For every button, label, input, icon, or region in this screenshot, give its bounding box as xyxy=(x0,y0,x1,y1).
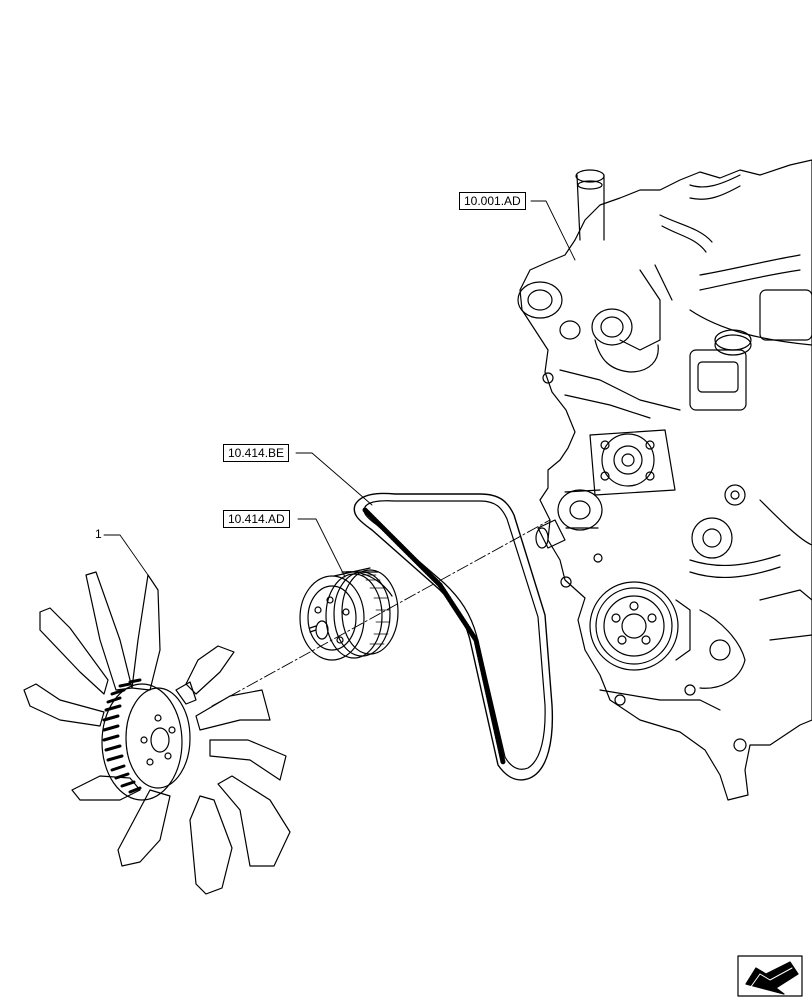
callout-engine-ref[interactable]: 10.001.AD xyxy=(459,192,526,210)
leader-engine xyxy=(530,200,576,261)
drive-belt xyxy=(353,492,554,781)
leader-pulley xyxy=(297,518,346,578)
leader-fan xyxy=(103,534,149,576)
fan-item-number: 1 xyxy=(95,527,102,541)
arrow-direction-icon[interactable] xyxy=(737,955,803,997)
cooling-fan xyxy=(23,571,291,895)
callout-pulley-ref[interactable]: 10.414.AD xyxy=(223,510,290,528)
fan-pulley xyxy=(299,567,399,661)
leader-belt xyxy=(295,452,373,506)
callout-belt-ref[interactable]: 10.414.BE xyxy=(223,444,290,462)
assembly-centerline xyxy=(211,519,551,707)
engine-assembly xyxy=(517,159,812,801)
